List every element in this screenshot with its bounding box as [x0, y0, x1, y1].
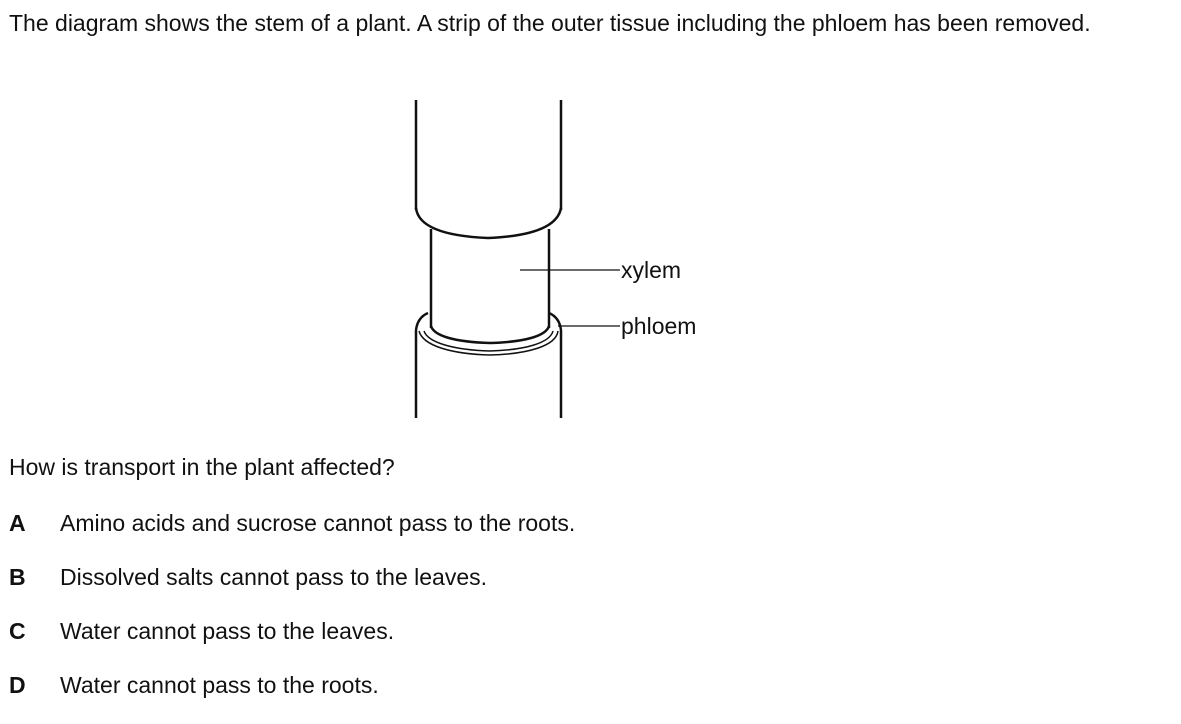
- question-intro-text: The diagram shows the stem of a plant. A…: [9, 10, 1091, 36]
- option-a[interactable]: A Amino acids and sucrose cannot pass to…: [9, 508, 575, 562]
- phloem-ring: [414, 311, 563, 356]
- lower-stem: [414, 330, 563, 418]
- xylem-label: xylem: [621, 257, 681, 283]
- option-b[interactable]: B Dissolved salts cannot pass to the lea…: [9, 562, 575, 616]
- answer-options: A Amino acids and sucrose cannot pass to…: [9, 508, 575, 724]
- option-text: Dissolved salts cannot pass to the leave…: [60, 564, 488, 590]
- option-letter: A: [9, 510, 26, 536]
- exposed-xylem: [429, 229, 551, 345]
- option-d[interactable]: D Water cannot pass to the roots.: [9, 670, 575, 724]
- option-text: Amino acids and sucrose cannot pass to t…: [60, 510, 576, 536]
- plant-stem-diagram: xylem phloem: [414, 100, 696, 418]
- option-text: Water cannot pass to the roots.: [60, 672, 379, 698]
- upper-stem: [414, 100, 563, 240]
- option-letter: D: [9, 672, 26, 698]
- option-text: Water cannot pass to the leaves.: [60, 618, 395, 644]
- option-letter: C: [9, 618, 26, 644]
- phloem-label: phloem: [621, 313, 696, 339]
- option-c[interactable]: C Water cannot pass to the leaves.: [9, 616, 575, 670]
- option-letter: B: [9, 564, 26, 590]
- question-text: How is transport in the plant affected?: [9, 454, 395, 480]
